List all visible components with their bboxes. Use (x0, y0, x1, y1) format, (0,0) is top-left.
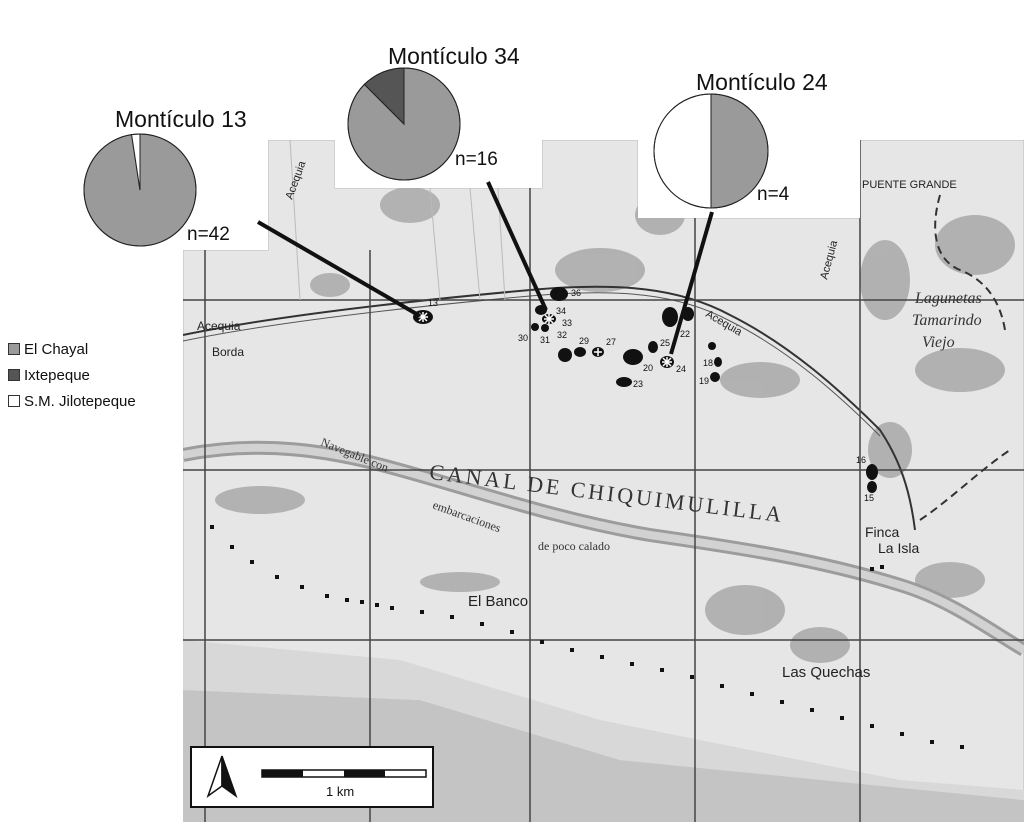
mound-number: 27 (606, 337, 616, 347)
mound-number: 23 (633, 379, 643, 389)
la-isla-label: La Isla (878, 540, 919, 556)
mound-numbers: 13 36 34 33 32 31 30 29 27 25 22 20 24 2… (428, 288, 874, 503)
legend-item-ixtepeque: Ixtepeque (8, 362, 136, 388)
legend: El Chayal Ixtepeque S.M. Jilotepeque (8, 336, 136, 414)
puente-grande-label: PUENTE GRANDE (862, 179, 957, 191)
mound-number: 20 (643, 363, 653, 373)
mound-number: 36 (571, 288, 581, 298)
sample-markers (418, 312, 672, 367)
pie-outline (347, 67, 461, 181)
n-label-13: n=42 (187, 224, 230, 245)
borda-label: Borda (212, 345, 244, 359)
north-arrow-icon (206, 755, 238, 798)
mound-number: 25 (660, 338, 670, 348)
acequia-label-left: Acequia (197, 319, 241, 333)
pie-monticulo-13 (83, 133, 197, 247)
mound-number: 29 (579, 336, 589, 346)
mound-number: 34 (556, 306, 566, 316)
mound-number: 15 (864, 493, 874, 503)
pie-title-24: Montículo 24 (696, 69, 828, 95)
tamarindo-label: Tamarindo (912, 312, 982, 329)
legend-swatch-el-chayal (8, 343, 20, 355)
coastal-path (210, 525, 964, 749)
mound-number: 22 (680, 329, 690, 339)
legend-item-sm-jilotepeque: S.M. Jilotepeque (8, 388, 136, 414)
pie-outline (83, 133, 197, 247)
mound-number: 16 (856, 455, 866, 465)
scale-label: 1 km (326, 784, 355, 799)
legend-item-el-chayal: El Chayal (8, 336, 136, 362)
legend-label: Ixtepeque (24, 366, 90, 384)
pie-monticulo-34 (347, 67, 461, 181)
mound-number: 18 (703, 358, 713, 368)
mound-number: 32 (557, 330, 567, 340)
las-quechas-label: Las Quechas (782, 664, 870, 681)
mound-number: 30 (518, 333, 528, 343)
mound-number: 24 (676, 364, 686, 374)
pie-title-13: Montículo 13 (115, 106, 247, 132)
legend-swatch-ixtepeque (8, 369, 20, 381)
scale-graphics (206, 755, 427, 798)
pie-outline (653, 93, 769, 209)
n-label-24: n=4 (757, 184, 790, 205)
lagunetas-label: Lagunetas (914, 290, 982, 307)
terrain-patches (215, 187, 1015, 663)
scale-box: 1 km (190, 746, 434, 808)
legend-swatch-sm-jilotepeque (8, 395, 20, 407)
grid-lines (183, 140, 1024, 822)
scale-bar (261, 769, 427, 778)
el-banco-label: El Banco (468, 593, 528, 610)
pie-title-34: Montículo 34 (388, 43, 520, 69)
finca-label: Finca (865, 524, 899, 540)
viejo-label: Viejo (922, 334, 955, 351)
legend-label: El Chayal (24, 340, 89, 358)
legend-label: S.M. Jilotepeque (24, 392, 136, 410)
mound-number: 33 (562, 318, 572, 328)
leader-lines (256, 181, 714, 355)
mound-number: 19 (699, 376, 709, 386)
pie-monticulo-24 (653, 93, 769, 209)
mound-number: 31 (540, 335, 550, 345)
n-label-34: n=16 (455, 149, 498, 170)
mound-number: 13 (428, 298, 438, 308)
poco-calado-label: de poco calado (538, 539, 610, 553)
